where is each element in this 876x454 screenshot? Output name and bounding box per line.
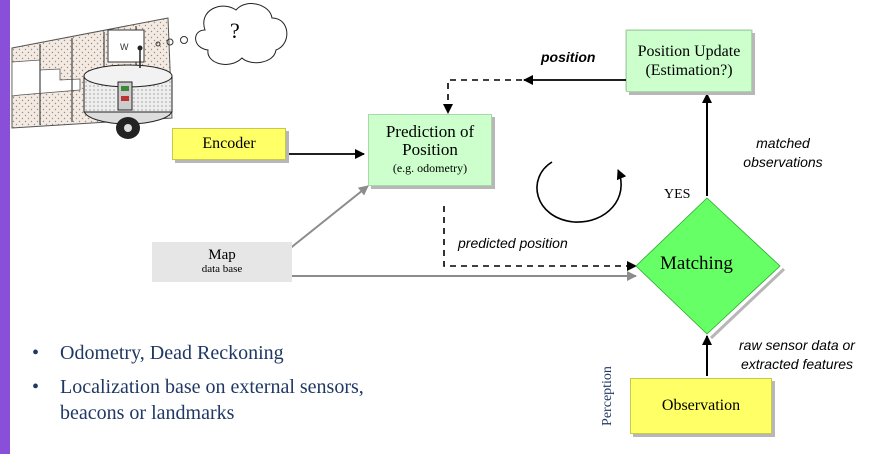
matched-observations-label: matched observations xyxy=(728,134,838,172)
bullet-1-line1: Odometry, Dead Reckoning xyxy=(60,342,284,364)
bullet-dot: • xyxy=(32,376,40,398)
bullet-item: • Localization base on external sensors,… xyxy=(32,374,364,426)
matching-label: Matching xyxy=(660,253,733,274)
position-update-box: Position Update (Estimation?) xyxy=(626,30,752,92)
raw-sensor-line1: raw sensor data or xyxy=(739,337,855,353)
position-label: position xyxy=(541,49,596,65)
map-line1: Map xyxy=(208,247,236,263)
matched-line2: observations xyxy=(743,154,823,170)
map-to-prediction-arrow xyxy=(287,185,369,251)
thought-cloud xyxy=(195,3,288,65)
map-line2: data base xyxy=(201,263,243,275)
bullet-2-line1: Localization base on external sensors, xyxy=(60,376,364,398)
position-update-line2: (Estimation?) xyxy=(645,62,733,79)
prediction-line2: Position xyxy=(402,140,458,159)
svg-text:W: W xyxy=(120,42,129,52)
question-mark: ? xyxy=(230,18,240,43)
observation-box: Observation xyxy=(630,378,772,434)
matched-line1: matched xyxy=(756,135,810,151)
bullet-list: • Odometry, Dead Reckoning • Localizatio… xyxy=(32,340,364,434)
raw-sensor-label: raw sensor data or extracted features xyxy=(722,336,872,374)
matching-diamond xyxy=(635,197,781,335)
bullet-dot: • xyxy=(32,342,40,364)
left-accent-bar xyxy=(0,0,10,454)
feedback-dashed-line xyxy=(443,79,522,114)
predicted-position-dashed xyxy=(443,206,637,271)
cycle-arrow-icon xyxy=(536,161,627,223)
predicted-position-label: predicted position xyxy=(458,235,568,251)
prediction-line1: Prediction of xyxy=(385,122,475,141)
prediction-line3: (e.g. odometry) xyxy=(392,161,468,175)
raw-sensor-line2: extracted features xyxy=(740,356,854,372)
perception-label: Perception xyxy=(600,366,615,426)
robot-illustration: W xyxy=(11,17,188,139)
map-database-box: Map data base xyxy=(152,242,292,282)
position-update-line1: Position Update xyxy=(637,43,741,60)
yes-label: YES xyxy=(664,187,691,202)
bullet-item: • Odometry, Dead Reckoning xyxy=(32,340,364,366)
bullet-2-line2: beacons or landmarks xyxy=(60,402,235,424)
observation-label: Observation xyxy=(661,397,741,414)
prediction-box: Prediction of Position (e.g. odometry) xyxy=(368,114,492,186)
encoder-label: Encoder xyxy=(202,135,256,152)
encoder-box: Encoder xyxy=(172,128,286,160)
